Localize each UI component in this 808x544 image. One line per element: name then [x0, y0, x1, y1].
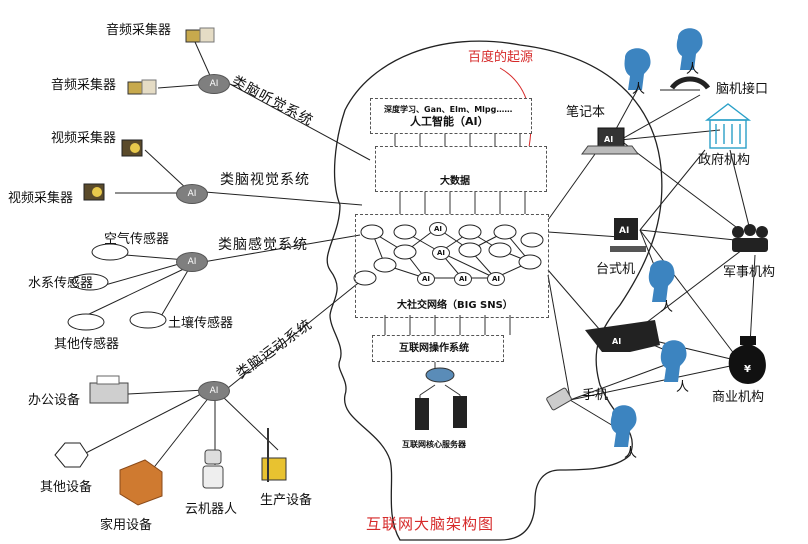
camera-icon-2: [83, 183, 105, 201]
water-sensor-label: 水系传感器: [28, 276, 94, 291]
military-label: 军事机构: [723, 265, 776, 280]
production-equipment-label: 生产设备: [260, 493, 313, 508]
sns-ai-node: AI: [454, 272, 472, 286]
visual-system-label: 类脑视觉系统: [220, 172, 310, 188]
sensor-ellipses: [67, 243, 167, 331]
desktop-ai-tag: AI: [619, 226, 630, 236]
sns-box: [355, 214, 549, 318]
big-data-label: 大数据: [440, 176, 470, 187]
router-icon: [425, 367, 455, 383]
sns-network: [353, 224, 544, 286]
printer-icon: [89, 375, 129, 404]
glasses-ai-tag: AI: [612, 337, 622, 346]
head-icon: [610, 28, 703, 447]
sns-label: 大社交网络（BIG SNS）: [397, 300, 513, 311]
building-icon: [704, 103, 752, 149]
diagram-title: 互联网大脑架构图: [366, 515, 495, 533]
person-label: 人: [660, 300, 674, 315]
laptop-ai-tag: AI: [604, 135, 614, 144]
money-bag-icon: [728, 336, 766, 384]
sns-ai-node: AI: [487, 272, 505, 286]
audio-collector-label: 音频采集器: [51, 78, 117, 93]
sensory-hub: AI: [176, 252, 208, 272]
money-symbol: ¥: [744, 364, 751, 375]
box-icon: [119, 459, 163, 506]
camera-icon: [121, 139, 143, 157]
motor-hub: AI: [198, 381, 230, 401]
soldiers-icon: [732, 224, 768, 252]
big-data-box: [375, 146, 547, 192]
person-label: 人: [632, 82, 646, 97]
phone-label: 手机: [582, 388, 609, 403]
os-box: [372, 335, 504, 362]
video-collector-label: 视频采集器: [51, 131, 117, 146]
head-outline: [326, 40, 663, 541]
soil-sensor-label: 土壤传感器: [168, 316, 234, 331]
person-label: 人: [676, 380, 690, 395]
desktop-icon: [610, 218, 646, 252]
glasses-icon: [585, 320, 660, 352]
video-collector-label: 视频采集器: [8, 191, 74, 206]
hexagon-icon: [54, 442, 89, 468]
person-label: 人: [686, 62, 700, 77]
ai-box: [370, 98, 532, 134]
other-sensor-label: 其他传感器: [54, 337, 120, 352]
robot-icon: [202, 449, 224, 489]
headset-icon: [669, 76, 711, 90]
air-sensor-label: 空气传感器: [104, 232, 170, 247]
visual-hub: AI: [176, 184, 208, 204]
sns-ai-node: AI: [432, 246, 450, 260]
servers-label: 互联网核心服务器: [402, 440, 466, 449]
baidu-origin-label: 百度的起源: [468, 50, 534, 65]
sensory-system-label: 类脑感觉系统: [218, 237, 308, 253]
business-label: 商业机构: [712, 390, 765, 405]
other-equipment-label: 其他设备: [40, 480, 93, 495]
person-label: 人: [624, 446, 638, 461]
desktop-label: 台式机: [596, 262, 636, 277]
gov-label: 政府机构: [698, 153, 751, 168]
cloud-robot-label: 云机器人: [185, 502, 238, 517]
microphone-icon-2: [127, 79, 157, 95]
server-icon: [415, 396, 467, 430]
sns-ai-node: AI: [417, 272, 435, 286]
office-equipment-label: 办公设备: [28, 393, 81, 408]
os-label: 互联网操作系统: [399, 343, 469, 354]
home-equipment-label: 家用设备: [100, 518, 153, 533]
auditory-hub: AI: [198, 74, 230, 94]
forklift-icon: [261, 428, 287, 482]
ai-title-label: 人工智能（AI）: [410, 115, 489, 128]
sns-ai-node: AI: [429, 222, 447, 236]
microphone-icon: [185, 27, 215, 43]
laptop-icon: [581, 127, 639, 155]
phone-icon: [546, 387, 572, 411]
ai-techs-label: 深度学习、Gan、Elm、Mlpg……: [384, 105, 513, 114]
notebook-label: 笔记本: [566, 105, 606, 120]
bci-label: 脑机接口: [716, 82, 769, 97]
audio-collector-label: 音频采集器: [106, 23, 172, 38]
